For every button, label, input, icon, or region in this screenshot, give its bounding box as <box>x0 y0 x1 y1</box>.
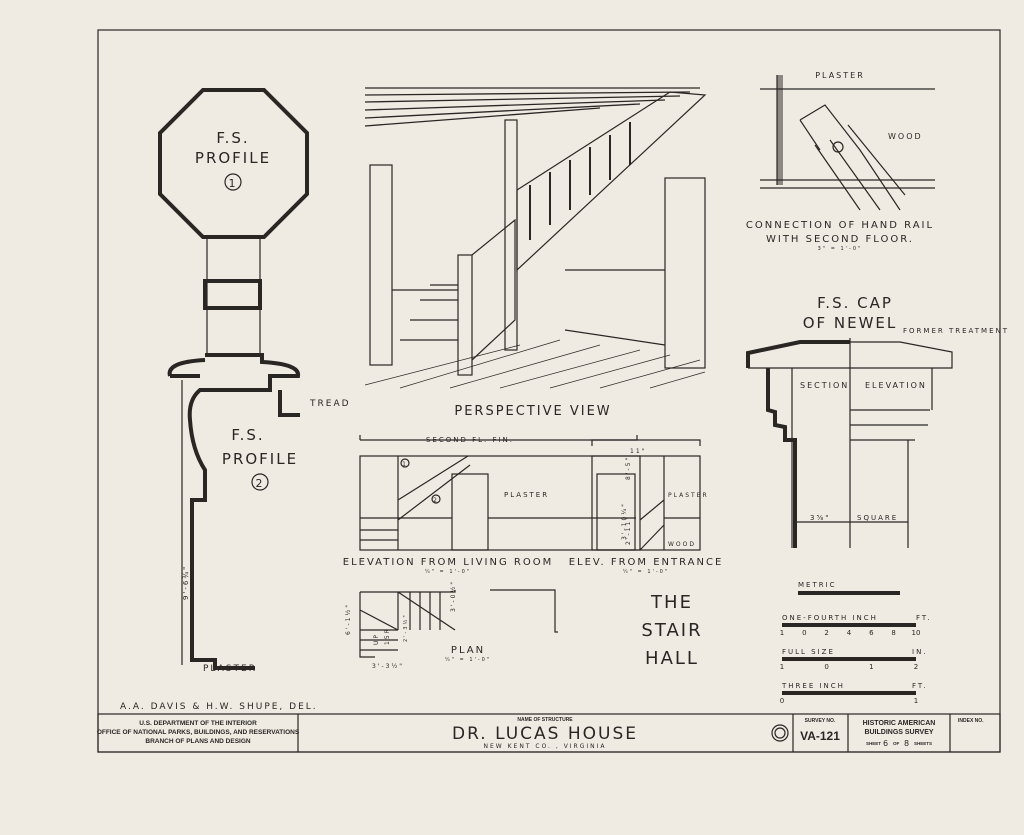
scale-tick-label: 0 <box>824 663 828 671</box>
stair-hall-line: STAIR <box>641 620 702 641</box>
wood-label: WOOD <box>888 132 923 141</box>
dim-label: 3'-0½" <box>450 580 457 612</box>
plan-title: PLAN <box>451 645 485 656</box>
sheets-word: SHEETS <box>914 741 932 746</box>
sheet-number: 6 <box>883 739 890 748</box>
callout-mark: 1 <box>402 461 408 468</box>
scale-note: ¼" = 1'-0" <box>623 569 669 575</box>
scale-tick-label: 1 <box>869 663 873 671</box>
profile-1-title: F.S. <box>216 129 249 147</box>
index-label: INDEX NO. <box>958 718 984 724</box>
scale-tick-label: 8 <box>891 629 895 637</box>
newel-cap-title: OF NEWEL <box>803 314 898 332</box>
elevation-living-title: ELEVATION FROM LIVING ROOM <box>343 557 553 568</box>
plaster-label: PLASTER <box>203 664 257 674</box>
stair-hall-line: THE <box>650 592 693 613</box>
elevation-entrance-drawing: PLASTER WOOD 3'-10¼" ELEV. FROM ENTRANCE… <box>569 439 724 575</box>
agency-line: OFFICE OF NATIONAL PARKS, BUILDINGS, AND… <box>97 729 300 736</box>
scale-label: THREE INCH <box>781 682 845 690</box>
perspective-view-drawing: PERSPECTIVE VIEW <box>364 87 707 419</box>
tread-label: TREAD <box>309 399 351 409</box>
profile-2-dimension: 9'-6¾" <box>182 565 190 600</box>
dim-label: 8'-5" <box>625 456 632 480</box>
survey-label: SURVEY NO. <box>805 718 836 724</box>
name-label: NAME OF STRUCTURE <box>517 717 573 723</box>
stair-hall-title: THE STAIR HALL <box>641 592 702 669</box>
structure-location: NEW KENT CO. , VIRGINIA <box>483 743 606 750</box>
former-treatment-label: FORMER TREATMENT <box>903 327 1009 335</box>
scale-tick-label: 1 <box>914 697 918 705</box>
habs-seal-icon <box>771 724 789 742</box>
second-floor-label: SECOND FL. FIN. <box>426 436 514 444</box>
profile-1-drawing: F.S. PROFILE 1 <box>158 88 309 355</box>
scale-unit: FT. <box>916 614 932 622</box>
dim-label: 6'-1½" <box>345 603 352 635</box>
dim-label: 2'-11" <box>625 515 632 545</box>
elevation-living-room-drawing: SECOND FL. FIN. 11" PLASTER 8'-5" 2'-11"… <box>343 435 646 575</box>
scale-note: 3" = 1'-0" <box>818 246 863 252</box>
plan-drawing: 6'-1½" 3'-0½" 2'-3½" UP 15R 3'-3½" PLAN … <box>345 580 558 670</box>
newel-cap-drawing: F.S. CAP OF NEWEL FORMER TREATMENT SECTI… <box>746 294 1009 548</box>
survey-number: VA-121 <box>800 729 840 743</box>
handrail-connection-drawing: PLASTER WOOD CONNECTION OF HAND RAIL WIT… <box>746 71 935 252</box>
scale-label: FULL SIZE <box>782 648 835 656</box>
elevation-entrance-title: ELEV. FROM ENTRANCE <box>569 557 724 568</box>
square-label: SQUARE <box>857 514 898 522</box>
agency-line: BRANCH OF PLANS AND DESIGN <box>145 738 251 745</box>
perspective-view-title: PERSPECTIVE VIEW <box>454 404 611 419</box>
elevation-label: ELEVATION <box>865 381 927 390</box>
scale-tick-label: 1 <box>780 629 784 637</box>
up-label: UP <box>373 633 380 645</box>
callout-mark: 2 <box>433 497 439 504</box>
dim-label: 2'-3½" <box>402 613 409 642</box>
profile-1-number: 1 <box>229 177 238 190</box>
scale-tick-label: 2 <box>824 629 828 637</box>
steps-label: 15R <box>384 627 391 645</box>
scale-tick-label: 6 <box>869 629 874 637</box>
plaster-label: PLASTER <box>668 492 709 499</box>
profile-2-title: F.S. <box>231 426 264 444</box>
title-block: U.S. DEPARTMENT OF THE INTERIOR OFFICE O… <box>97 713 1001 753</box>
plaster-label: PLASTER <box>815 71 865 80</box>
dim-label: 11" <box>630 448 646 455</box>
profile-2-title: PROFILE <box>222 450 298 468</box>
plaster-label: PLASTER <box>504 491 549 499</box>
habs-title: HISTORIC AMERICAN <box>863 720 936 727</box>
connection-title: WITH SECOND FLOOR. <box>766 234 914 245</box>
scale-tick-label: 2 <box>914 663 918 671</box>
profile-2-number: 2 <box>256 477 265 490</box>
scale-tick-label: 10 <box>912 629 921 637</box>
section-label: SECTION <box>800 381 849 390</box>
scale-label: ONE-FOURTH INCH <box>782 614 878 622</box>
sheet-word: SHEET <box>866 741 881 746</box>
scale-tick-label: 1 <box>780 663 784 671</box>
scale-tick-label: 4 <box>847 629 852 637</box>
sheet-total: 8 <box>904 739 911 748</box>
delineators-credit: A.A. DAVIS & H.W. SHUPE, DEL. <box>120 702 318 712</box>
dim-label: 3'-3½" <box>372 663 404 670</box>
structure-name: DR. LUCAS HOUSE <box>452 724 638 744</box>
connection-title: CONNECTION OF HAND RAIL <box>746 220 934 231</box>
scale-note: ¼" = 1'-0" <box>445 657 491 663</box>
profile-2-drawing: TREAD F.S. PROFILE 2 9'-6¾" PLASTER <box>167 353 351 674</box>
scale-unit: FT. <box>912 682 928 690</box>
of-word: OF <box>893 741 900 746</box>
wood-label: WOOD <box>668 541 696 548</box>
stair-hall-line: HALL <box>645 648 699 669</box>
dim-label: 3⅝" <box>810 514 830 522</box>
scale-note: ¼" = 1'-0" <box>425 569 471 575</box>
habs-title: BUILDINGS SURVEY <box>864 729 933 736</box>
agency-line: U.S. DEPARTMENT OF THE INTERIOR <box>139 720 257 727</box>
scale-tick-label: 0 <box>780 697 784 705</box>
newel-cap-title: F.S. CAP <box>817 294 893 312</box>
scale-label: METRIC <box>798 581 837 589</box>
profile-1-title: PROFILE <box>195 149 271 167</box>
scale-unit: IN. <box>912 648 928 656</box>
scale-tick-label: 0 <box>802 629 806 637</box>
dim-label: 3'-10¼" <box>621 502 628 540</box>
